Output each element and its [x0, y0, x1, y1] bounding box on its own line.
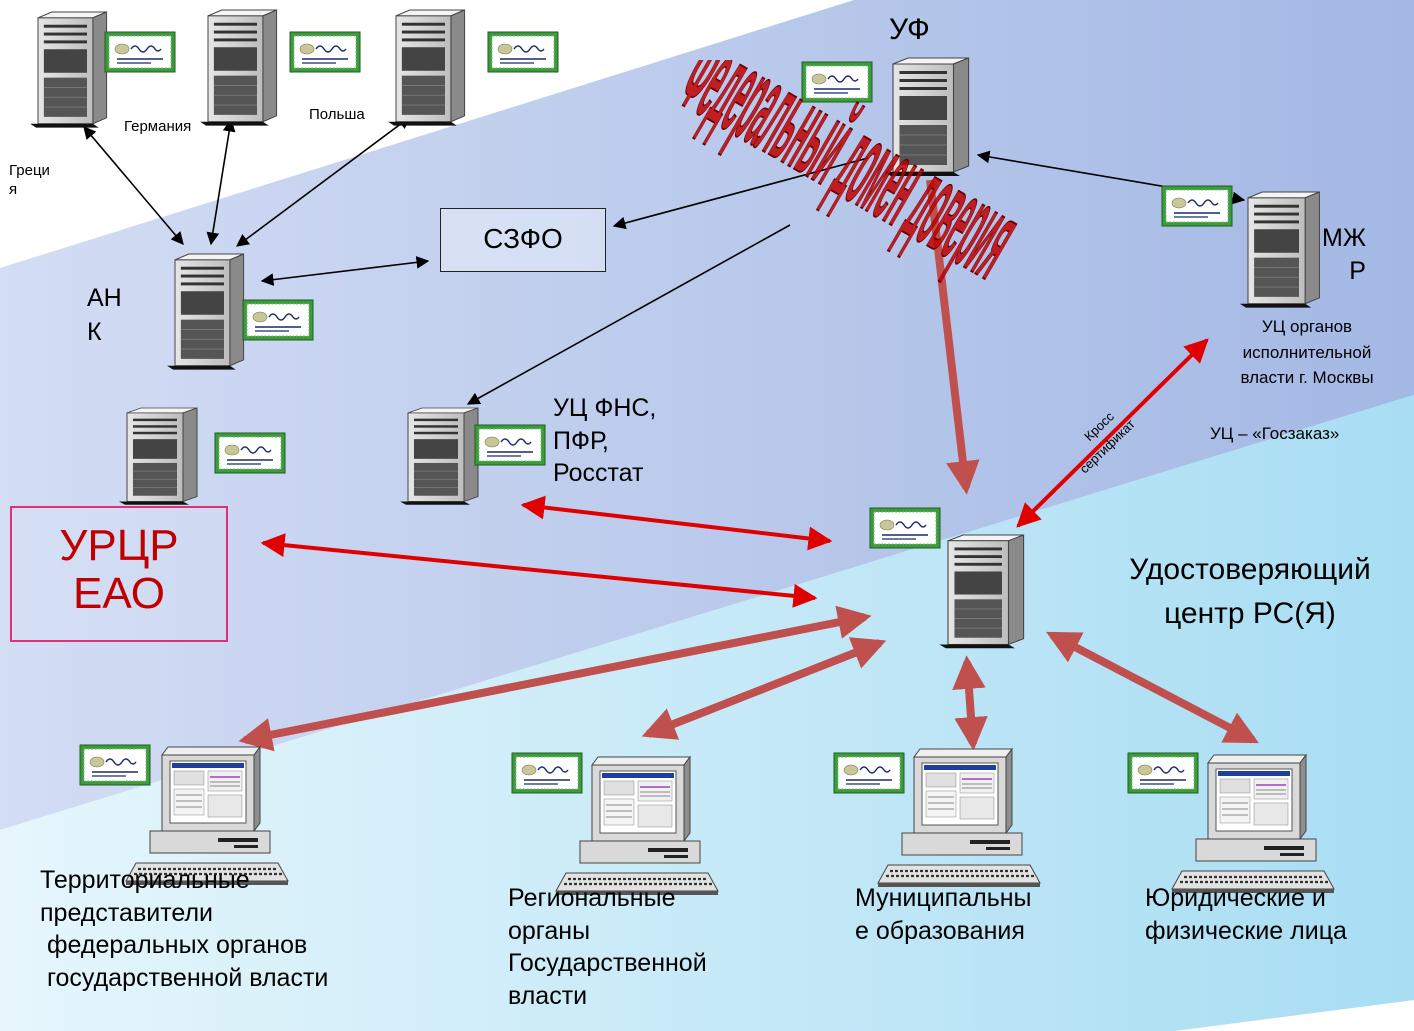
certificate-icon	[214, 432, 286, 474]
municipal-label: Муниципальны е образования	[855, 884, 1032, 945]
poland-label: Польша	[309, 106, 365, 123]
certificate-icon	[487, 31, 559, 73]
server-tower-icon	[938, 534, 1025, 649]
regional-label: Региональные органы Государственной влас…	[508, 884, 707, 1010]
ank-label: АН К	[87, 284, 122, 346]
uc-moscow-label: УЦ органов исполнительной власти г. Моск…	[1240, 317, 1374, 387]
server-tower-icon	[399, 407, 479, 506]
uc-fns-label: УЦ ФНС, ПФР, Росстат	[553, 394, 657, 487]
uc-goszakaz-label: УЦ – «Госзаказ»	[1210, 424, 1340, 443]
uf-label: УФ	[889, 13, 930, 46]
server-tower-icon	[29, 11, 108, 129]
greece-label: Греци я	[9, 162, 50, 198]
arrow-uf-center	[926, 179, 980, 495]
territorial-label: Территориальные представители федеральны…	[40, 866, 329, 992]
certificate-icon	[474, 424, 546, 466]
urcr-node: УРЦР ЕАО	[10, 506, 228, 642]
server-tower-icon	[199, 9, 278, 127]
certificate-icon	[242, 299, 314, 341]
arrow-center-municipal	[952, 655, 988, 751]
server-tower-icon	[166, 253, 245, 371]
arrow-poland-ank	[235, 116, 412, 247]
arrow-ank-szfo	[260, 256, 430, 286]
hierarchy-links	[238, 179, 1259, 752]
cross-links	[260, 338, 1209, 608]
certificate-icon	[511, 752, 583, 794]
germany-label: Германия	[124, 118, 192, 135]
main-center-label: Удостоверяющий центр РС(Я)	[1129, 553, 1371, 630]
server-tower-icon	[387, 9, 466, 127]
szfo-label: СЗФО	[483, 223, 563, 254]
certificate-icon	[289, 31, 361, 73]
certificate-icon	[1127, 752, 1199, 794]
arrow-cross-certificate	[1016, 338, 1209, 528]
certificate-icon	[79, 744, 151, 786]
arrow-germany-ank	[206, 118, 236, 246]
urcr-label: УРЦР ЕАО	[59, 521, 179, 619]
mzhr-label: МЖ Р	[1322, 224, 1366, 285]
certificate-icon	[801, 61, 873, 103]
certificate-icon	[104, 31, 176, 73]
certificate-icon	[833, 752, 905, 794]
arrow-szfo-uf	[612, 157, 869, 230]
legal-label: Юридические и физические лица	[1145, 884, 1347, 945]
szfo-node: СЗФО	[440, 208, 606, 272]
arrow-urcr-center	[260, 533, 818, 608]
arrow-uf-fns	[466, 224, 791, 405]
server-tower-icon	[1239, 191, 1320, 309]
arrow-center-regional	[641, 637, 887, 740]
certificate-icon	[1161, 185, 1233, 227]
arrow-center-legal	[1046, 631, 1259, 744]
server-tower-icon	[883, 57, 970, 177]
certificate-icon	[869, 507, 941, 549]
server-tower-icon	[118, 407, 198, 506]
arrow-greece-ank	[83, 126, 184, 245]
